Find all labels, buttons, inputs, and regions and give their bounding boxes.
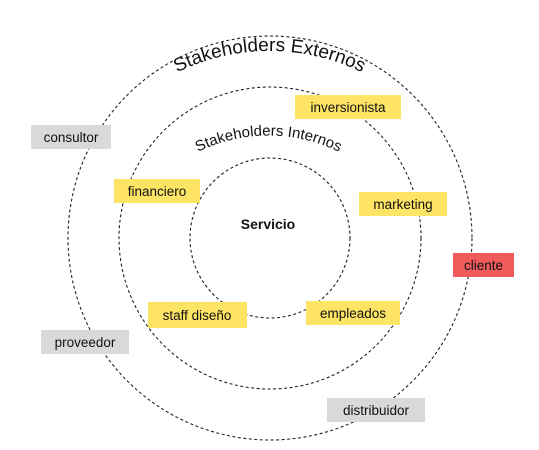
note-consultor: consultor [31,125,111,149]
outer-ring-label: Stakeholders Externos [170,35,368,77]
note-financiero-box [114,179,200,203]
note-empleados-box [306,301,400,325]
note-consultor-label: consultor [44,130,99,145]
note-financiero-label: financiero [128,184,187,199]
middle-ring [118,86,422,390]
note-proveedor: proveedor [41,330,129,354]
note-investor: inversionista [295,95,401,119]
note-marketing: marketing [359,192,447,216]
note-distribuidor-label: distribuidor [343,403,410,418]
note-distribuidor: distribuidor [327,398,425,422]
center-label: Servicio [241,216,295,232]
note-cliente-label: cliente [464,258,503,273]
note-financiero: financiero [114,179,200,203]
note-consultor-box [31,125,111,149]
note-proveedor-label: proveedor [55,335,116,350]
inner-ring [189,157,351,319]
note-staff-diseno: staff diseño [148,302,247,328]
note-distribuidor-box [327,398,425,422]
note-empleados-label: empleados [320,306,386,321]
note-empleados: empleados [306,301,400,325]
note-staff-diseno-box [148,302,247,328]
note-investor-box [295,95,401,119]
note-marketing-label: marketing [373,197,432,212]
note-cliente: cliente [453,253,514,277]
outer-ring [67,35,473,441]
note-cliente-box [453,253,514,277]
note-staff-diseno-label: staff diseño [163,308,232,323]
note-marketing-box [359,192,447,216]
note-investor-label: inversionista [310,100,386,115]
inner-ring-label: Stakeholders Internos [193,122,345,155]
note-proveedor-box [41,330,129,354]
